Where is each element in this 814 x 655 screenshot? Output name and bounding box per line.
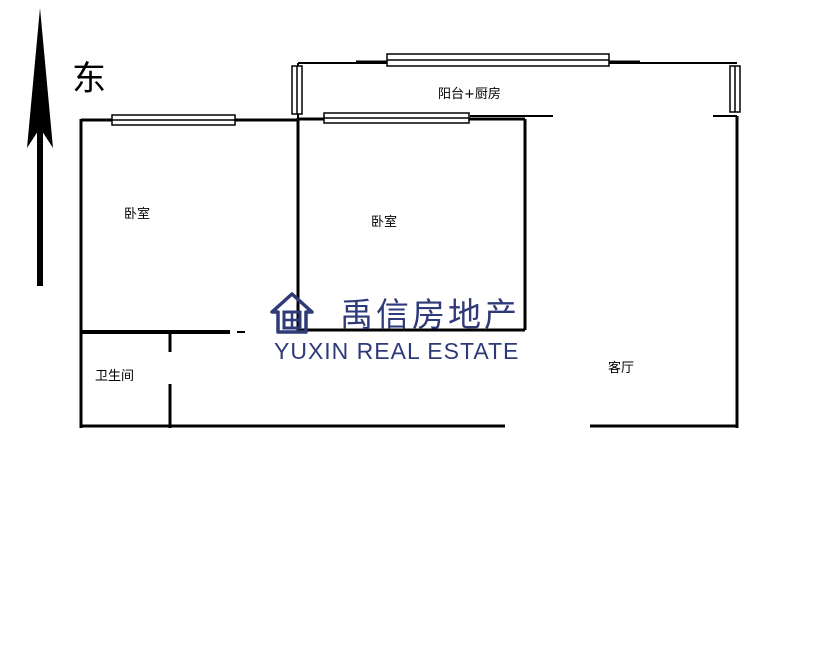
room-label-living-room: 客厅 (608, 361, 635, 376)
room-label-balcony-kitchen: 阳台+厨房 (438, 87, 501, 102)
direction-arrow-icon (27, 8, 53, 286)
room-label-bedroom-left: 卧室 (124, 207, 151, 222)
room-label-bathroom: 卫生间 (95, 369, 135, 384)
watermark-name-en: YUXIN REAL ESTATE (274, 338, 520, 364)
watermark-name-cn: 禹信房地产 (340, 295, 520, 334)
windows (111, 53, 741, 126)
house-logo-icon (270, 292, 314, 334)
compass-label: 东 (72, 59, 106, 99)
room-label-bedroom-center: 卧室 (371, 215, 398, 230)
